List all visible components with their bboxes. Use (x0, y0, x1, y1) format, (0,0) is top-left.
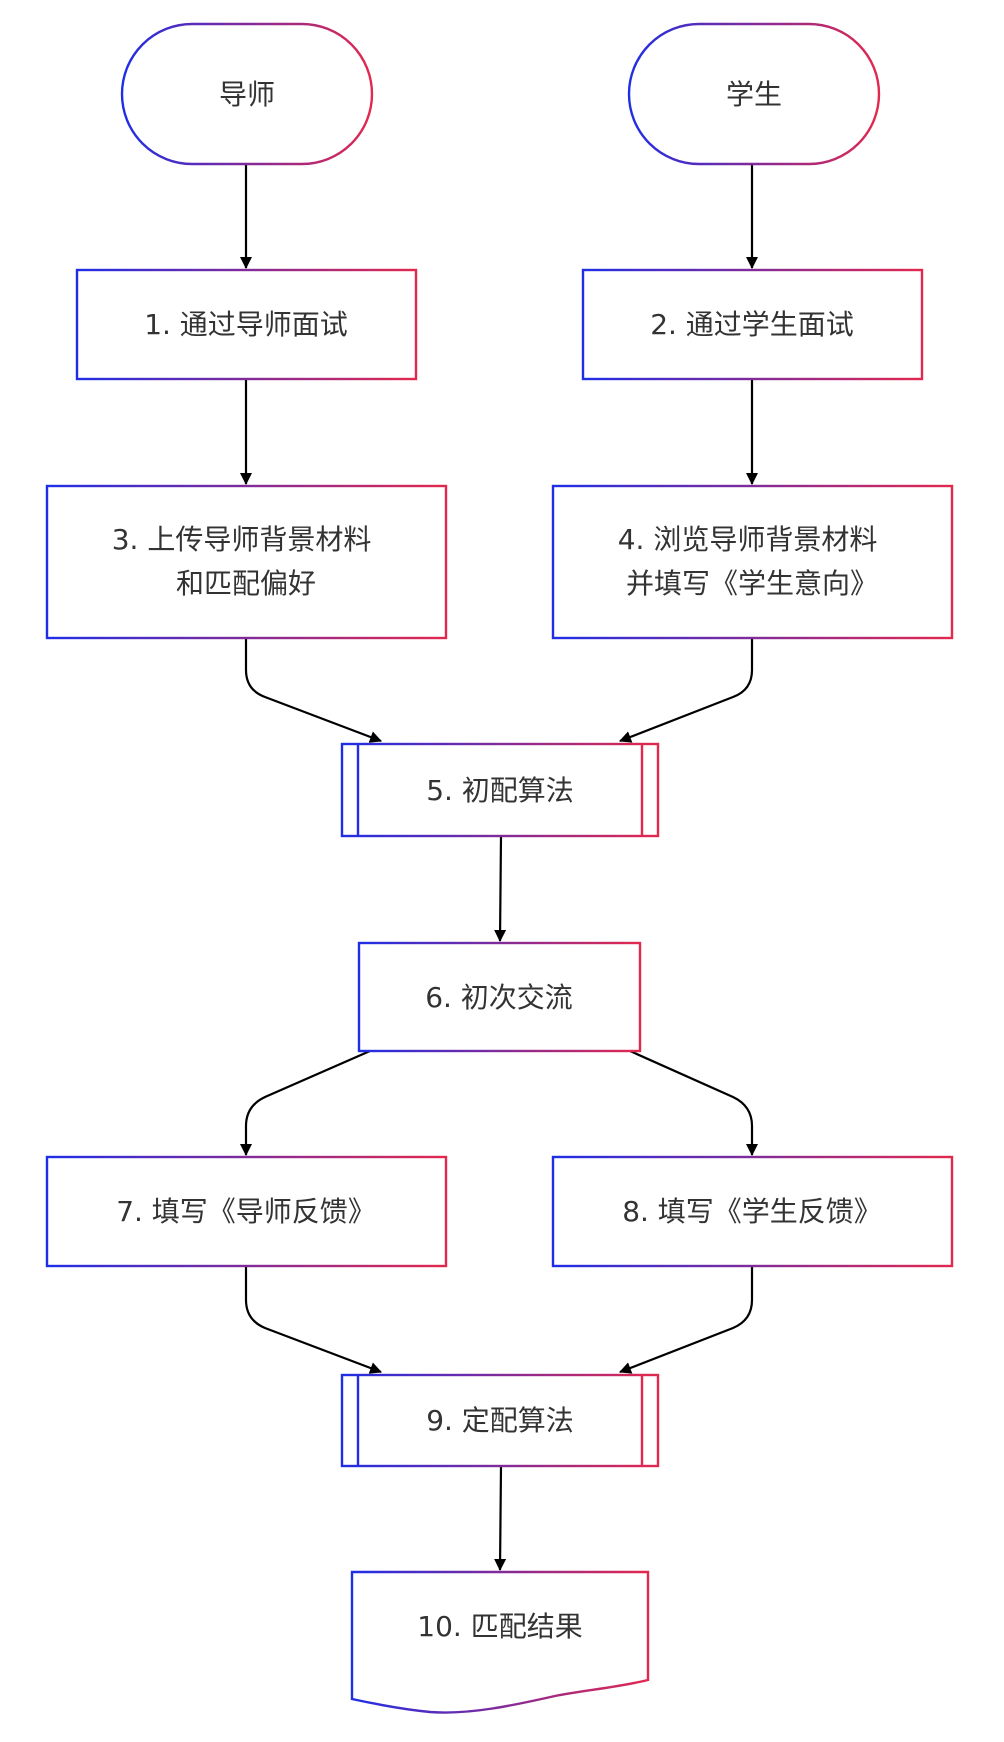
node-6[interactable]: 6. 初次交流 (357, 941, 642, 1053)
node-1-shape (75, 268, 418, 381)
node-2[interactable]: 2. 通过学生面试 (581, 268, 924, 381)
node-3-label-line-1: 3. 上传导师背景材料 (112, 523, 372, 556)
node-8-label: 8. 填写《学生反馈》 (622, 1195, 882, 1228)
edge-n6-to-n8 (629, 1049, 758, 1156)
node-4-label-line-2: 并填写《学生意向》 (626, 567, 878, 600)
node-2-shape (581, 268, 924, 381)
node-10-label: 10. 匹配结果 (417, 1610, 582, 1643)
edge-n6-to-n7 (240, 1049, 371, 1156)
node-mentor[interactable]: 导师 (120, 22, 374, 166)
node-9-label: 9. 定配算法 (426, 1404, 574, 1437)
edge-n7-to-n9 (244, 1266, 382, 1374)
node-8[interactable]: 8. 填写《学生反馈》 (551, 1155, 954, 1268)
node-3-shape (45, 484, 448, 640)
node-4-label-line-1: 4. 浏览导师背景材料 (618, 523, 878, 556)
node-3-label: 3. 上传导师背景材料 和匹配偏好 (112, 523, 381, 600)
node-9-shape (340, 1373, 660, 1468)
node-5[interactable]: 5. 初配算法 (340, 742, 660, 838)
edge-n8-to-n9 (619, 1266, 754, 1374)
node-student-label: 学生 (726, 78, 782, 111)
node-mentor-shape (120, 22, 374, 166)
node-student[interactable]: 学生 (627, 22, 881, 166)
node-4[interactable]: 4. 浏览导师背景材料 并填写《学生意向》 (551, 484, 954, 640)
node-4-shape (551, 484, 954, 640)
node-4-label: 4. 浏览导师背景材料 并填写《学生意向》 (618, 523, 887, 600)
node-6-label: 6. 初次交流 (425, 981, 573, 1014)
node-3[interactable]: 3. 上传导师背景材料 和匹配偏好 (45, 484, 448, 640)
edge-n9-to-n10 (494, 1465, 507, 1571)
node-5-shape (340, 742, 660, 838)
node-8-shape (551, 1155, 954, 1268)
node-mentor-label: 导师 (219, 78, 275, 111)
node-3-label-line-2: 和匹配偏好 (176, 567, 316, 600)
node-9[interactable]: 9. 定配算法 (340, 1373, 660, 1468)
node-2-label: 2. 通过学生面试 (650, 308, 854, 341)
edge-n4-to-n5 (619, 638, 754, 743)
node-student-shape (627, 22, 881, 166)
edges-layer (240, 164, 758, 1571)
node-10[interactable]: 10. 匹配结果 (350, 1570, 650, 1714)
edge-n3-to-n5 (244, 638, 382, 743)
node-7-shape (45, 1155, 448, 1268)
node-1-label: 1. 通过导师面试 (144, 308, 348, 341)
node-5-label: 5. 初配算法 (426, 774, 574, 807)
node-1[interactable]: 1. 通过导师面试 (75, 268, 418, 381)
node-7-label: 7. 填写《导师反馈》 (116, 1195, 376, 1228)
node-10-shape (350, 1570, 650, 1714)
node-6-shape (357, 941, 642, 1053)
node-7[interactable]: 7. 填写《导师反馈》 (45, 1155, 448, 1268)
edge-n5-to-n6 (494, 835, 507, 942)
